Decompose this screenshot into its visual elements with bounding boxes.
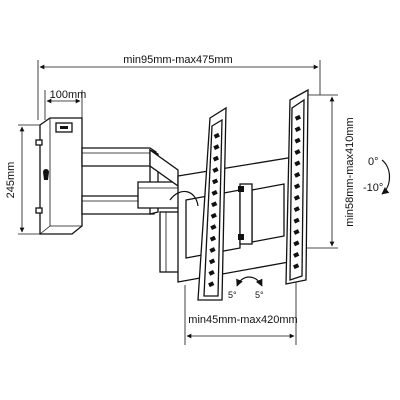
arm-slot bbox=[294, 126, 301, 132]
arm-slot bbox=[294, 160, 301, 167]
arm-slot bbox=[292, 263, 300, 270]
arm-slot bbox=[211, 190, 218, 196]
wall-plate-depth-dimension: 100mm bbox=[44, 89, 87, 120]
arm-slot bbox=[293, 194, 301, 201]
arm-slot bbox=[209, 247, 216, 253]
swivel-right-label: 5° bbox=[255, 290, 264, 300]
articulating-arms bbox=[81, 147, 195, 273]
horizontal-spacing-label: min45mm-max420mm bbox=[188, 314, 297, 326]
arm-slot bbox=[293, 240, 300, 247]
arm-slot bbox=[212, 167, 219, 173]
arm-slot bbox=[209, 235, 217, 242]
vertical-spacing-label: min58mm-max410mm bbox=[344, 117, 356, 226]
arm-slot bbox=[210, 224, 217, 230]
wall-plate-height-label: 245mm bbox=[5, 162, 17, 199]
tilt-down-label: -10° bbox=[363, 182, 383, 194]
arm-slot bbox=[293, 206, 300, 212]
arm-slot bbox=[294, 172, 301, 178]
arm-slot bbox=[210, 212, 217, 219]
arm-slot bbox=[208, 258, 216, 265]
horizontal-spacing-dimension: min45mm-max420mm bbox=[184, 250, 298, 345]
left-arm-slots bbox=[208, 132, 220, 288]
swivel-left-label: 5° bbox=[228, 290, 237, 300]
arm-slot bbox=[293, 183, 301, 190]
arm-slot bbox=[294, 149, 301, 155]
wall-plate-height-dimension: 245mm bbox=[5, 124, 40, 235]
vertical-spacing-dimension: min58mm-max410mm bbox=[306, 94, 356, 249]
overall-width-dimension: min95mm-max475mm bbox=[37, 54, 321, 120]
arm-slot bbox=[211, 178, 219, 185]
arm-slot bbox=[211, 201, 218, 208]
swivel-indicator: 5° 5° bbox=[228, 276, 264, 300]
arm-slot bbox=[293, 217, 300, 224]
arm-slot bbox=[294, 137, 301, 144]
tilt-up-label: 0° bbox=[368, 156, 379, 168]
arm-slot bbox=[213, 132, 220, 139]
tv-interface-plate bbox=[169, 155, 301, 283]
overall-width-label: min95mm-max475mm bbox=[123, 54, 232, 66]
arm-slot bbox=[294, 114, 302, 121]
right-arm-slots bbox=[292, 114, 302, 270]
tilt-indicator: 0° -10° bbox=[363, 156, 391, 195]
wall-plate bbox=[35, 117, 83, 235]
arm-slot bbox=[293, 229, 300, 235]
arm-slot bbox=[293, 252, 300, 258]
arm-slot bbox=[213, 144, 220, 150]
arm-slot bbox=[208, 281, 215, 288]
arm-slot bbox=[208, 270, 215, 276]
wall-plate-depth-label: 100mm bbox=[50, 89, 87, 101]
arm-slot bbox=[212, 155, 220, 162]
